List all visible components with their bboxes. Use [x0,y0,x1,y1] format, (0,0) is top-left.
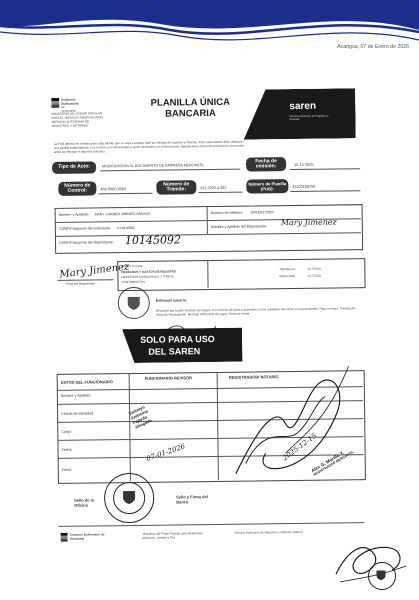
footer-ministry: Ministerio del Poder Popular para Relaci… [142,531,203,540]
nombre-depositante-label: Nombre y Apellido del Depositante: [210,224,268,230]
concepto-2: DERECHOS MUNICIPALES Y OTROS [121,274,174,280]
banner-line2: DEL SAREN [148,346,201,357]
banner-line1: SOLO PARA USO [140,333,215,345]
numero-planilla-value: 41100189759 [292,184,316,190]
tipo-acto-value: MODIFICACIÓN AL DOCUMENTO DE EMPRESA MER… [102,163,205,169]
concepto-3: CONTRIBUCIÓN [121,279,145,285]
office-seal [103,472,155,524]
numero-tramite-label: Número de Trámite: [156,180,197,195]
signature-line [57,279,114,281]
header-date: Acarigua, 07 de Enero de 2026 [337,44,409,50]
concepto-1: DERECHOS Y GASTOS DE REGISTRO [121,269,177,275]
tipo-acto-label: Tipo de Acto: [52,161,97,174]
saren-logo-block: saren Servicio Autónomo de Registros y N… [243,88,356,139]
fecha-emision-line [290,168,361,170]
registrar-signature [235,366,349,474]
funcionario-revisor-header: FUNCIONARIO REVISOR [144,375,193,381]
venezuela-flag-icon [60,532,68,542]
firma-depositante-label: Firma del Depositante [65,281,95,286]
total-label: Total Banco: [279,266,296,272]
venezuela-flag-icon [51,97,60,108]
page-seal [368,562,396,590]
telefono-label: Número de teléfono: [210,210,244,216]
aviso-text: Recuerde que puede efectuar sus pagos, s… [155,306,356,317]
nombre-label: Nombre y Apellido: [58,212,89,217]
tipo-acto-line [100,168,241,172]
subtotal-value: 44.733,00 [307,273,321,278]
instructions-text: La PUB deberá ser emitida para cada trám… [53,139,244,154]
telefono-value: (0414)5272563 [250,210,274,215]
footer-saren: Servicio Autónomo de Registros y Notaría… [234,529,303,535]
saren-logo: saren [289,100,317,113]
cirif-solicitante-label: CI/RIF/Pasaporte del Solicitante: [58,226,112,231]
ministry-line: REGISTROS Y NOTARÍAS [51,123,88,128]
numero-tramite-value: 411.2025.4.382 [200,185,227,191]
cirif-depositante-value: 10145092 [124,233,182,248]
sello-banco-label: Sello y Firma del Banco [176,494,208,505]
saren-use-banner: SOLO PARA USO DEL SAREN [122,328,242,363]
coat-of-arms-icon [376,570,386,581]
coat-of-arms-icon [127,296,140,310]
bank-round-stamp [117,286,150,320]
sello-oficina-label: Sello de la Oficina [74,497,94,508]
campo-firma: Firma: [61,467,73,472]
fecha-emision-label: Fecha de emisión: [245,157,287,172]
cirif-depositante-label: CI/RIF/Pasaporte del Depositante: [58,240,114,245]
footer-gov-logo: Gobierno Bolivariano de Venezuela [69,532,105,541]
campo-cedula: Cédula de Identidad: [61,411,95,416]
campo-nombre: Nombre y Apellido: [60,393,92,398]
campo-cargo: Cargo: [61,429,73,434]
numero-control-value: 466-0060-0060 [100,187,127,192]
estimado-label: Estimado usuario, [155,298,187,303]
conceptos-header: Montos a Pagar: [121,263,144,269]
form-title-line2: BANCARIA [165,107,216,120]
form-title-line1: PLANILLA ÚNICA [150,96,231,109]
fecha-emision-value: 15-12-2025 [294,162,314,168]
form-footer-line [58,522,365,527]
numero-planilla-label: Número de Planilla (PUB): [246,179,289,194]
coat-of-arms-icon [123,490,136,505]
form-title: PLANILLA ÚNICA BANCARIA [135,97,245,120]
planilla-sheet: Gobierno Bolivariano de Venezuela MINIST… [45,86,383,558]
cirif-solicitante-value: V-10145092 [116,225,136,231]
datos-funcionario-header: DATOS DEL FUNCIONARIO [60,379,113,385]
campo-fecha: Fecha: [61,447,73,452]
nombre-depositante-value: Mary Jimenez [280,217,337,228]
saren-subtitle: Servicio Autónomo de Registros y Notaría… [289,114,329,122]
header-wave-decoration [0,0,419,41]
numero-control-line [98,192,153,195]
ministry-text: MINISTERIO DEL PODER POPULAR PARA EL SER… [51,111,103,128]
subtotal-label: Monto total: [279,274,296,279]
total-value: 44.733,00 [307,266,321,271]
numero-planilla-line [290,190,361,192]
nombre-value: MARY CARMEN JIMENEZ PARADA [94,211,151,217]
numero-tramite-line [198,191,243,193]
numero-control-label: Número de Control: [58,181,97,196]
